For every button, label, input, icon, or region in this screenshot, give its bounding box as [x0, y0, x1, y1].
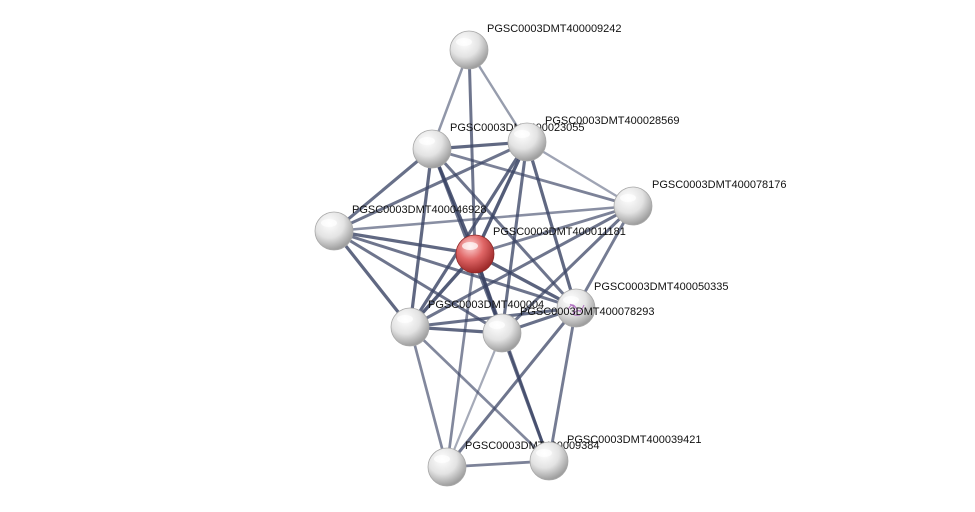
edge-n46928-n78293[interactable] — [332, 229, 504, 335]
edge-n28569-n0004[interactable] — [408, 140, 529, 329]
edge-n78176-n46928[interactable] — [332, 204, 635, 233]
node-highlight — [397, 315, 413, 323]
edge-n23055-n46928[interactable] — [332, 147, 434, 233]
edge-n28569-n78293[interactable] — [500, 140, 529, 335]
edge-n78293-n39421[interactable] — [500, 331, 551, 463]
edge-n78176-n0004[interactable] — [408, 204, 635, 329]
edge-n28569-n50335[interactable] — [525, 140, 578, 310]
node-n39421[interactable]: PGSC0003DMT400039421 — [529, 434, 702, 481]
node-label: PGSC0003DMT400050335 — [594, 281, 729, 293]
node-label: PGSC0003DMT400009242 — [487, 23, 622, 35]
node-highlight — [563, 296, 579, 304]
node-circle[interactable] — [449, 30, 489, 70]
nodes-layer: PGSC0003DMT400009242PGSC0003DMT400023055… — [314, 23, 787, 487]
edge-n28569-n11181[interactable] — [473, 140, 529, 256]
node-highlight — [514, 130, 530, 138]
edge-n50335-n39421[interactable] — [547, 306, 578, 463]
edge-n46928-n11181[interactable] — [332, 229, 477, 256]
edge-n78176-n78293[interactable] — [500, 204, 635, 335]
node-highlight — [456, 38, 472, 46]
node-circle[interactable] — [482, 313, 522, 353]
node-n9384[interactable]: PGSC0003DMT400009384 — [427, 440, 600, 487]
node-highlight — [321, 219, 337, 227]
edge-n23055-n0004[interactable] — [408, 147, 434, 329]
edge-n50335-n9384[interactable] — [445, 306, 578, 469]
node-circle[interactable] — [529, 441, 569, 481]
node-n50335[interactable]: PGSC0003DMT400050335 — [556, 281, 729, 328]
edge-n0004-n9384[interactable] — [408, 325, 449, 469]
node-n28569[interactable]: PGSC0003DMT400028569 — [507, 115, 680, 162]
edge-n46928-n0004[interactable] — [332, 229, 412, 329]
node-circle[interactable] — [412, 129, 452, 169]
node-n11181[interactable]: PGSC0003DMT400011181 — [455, 226, 626, 274]
node-highlight — [434, 455, 450, 463]
node-n0004[interactable]: PGSC0003DMT400004 — [390, 299, 544, 347]
query-node-circle[interactable] — [455, 234, 495, 274]
node-label: PGSC0003DMT400011181 — [493, 226, 626, 238]
edge-n78293-n9384[interactable] — [445, 331, 504, 469]
edge-n23055-n78176[interactable] — [430, 147, 635, 208]
node-label: PGSC0003DMT400028569 — [545, 115, 680, 127]
node-circle[interactable] — [507, 122, 547, 162]
edge-n0004-n39421[interactable] — [408, 325, 551, 463]
edge-n78176-n11181[interactable] — [473, 204, 635, 256]
node-label: PGSC0003DMT400078293 — [520, 306, 655, 318]
edge-n78176-n50335[interactable] — [574, 204, 635, 310]
edge-n28569-n78176[interactable] — [525, 140, 635, 208]
node-circle[interactable] — [390, 307, 430, 347]
node-highlight — [620, 194, 636, 202]
node-n46928[interactable]: PGSC0003DMT400046928 — [314, 204, 487, 251]
node-label: PGSC0003DMT400009384 — [465, 440, 600, 452]
node-label: PGSC0003DMT400039421 — [567, 434, 702, 446]
node-n78176[interactable]: PGSC0003DMT400078176 — [613, 179, 787, 226]
node-highlight — [536, 449, 552, 457]
edge-n46928-n50335[interactable] — [332, 229, 578, 310]
node-circle[interactable] — [613, 186, 653, 226]
node-label: PGSC0003DMT400078176 — [652, 179, 787, 191]
node-circle[interactable] — [314, 211, 354, 251]
node-label: PGSC0003DMT400004 — [428, 299, 544, 311]
protein-structure-icon — [567, 303, 585, 316]
edge-n28569-n46928[interactable] — [332, 140, 529, 233]
node-n9242[interactable]: PGSC0003DMT400009242 — [449, 23, 622, 70]
node-n78293[interactable]: PGSC0003DMT400078293 — [482, 306, 655, 353]
node-label: PGSC0003DMT400046928 — [352, 204, 487, 216]
node-highlight — [489, 321, 505, 329]
edge-n11181-n9384[interactable] — [445, 252, 477, 469]
node-highlight — [419, 137, 435, 145]
node-highlight — [462, 242, 478, 250]
node-circle[interactable] — [427, 447, 467, 487]
